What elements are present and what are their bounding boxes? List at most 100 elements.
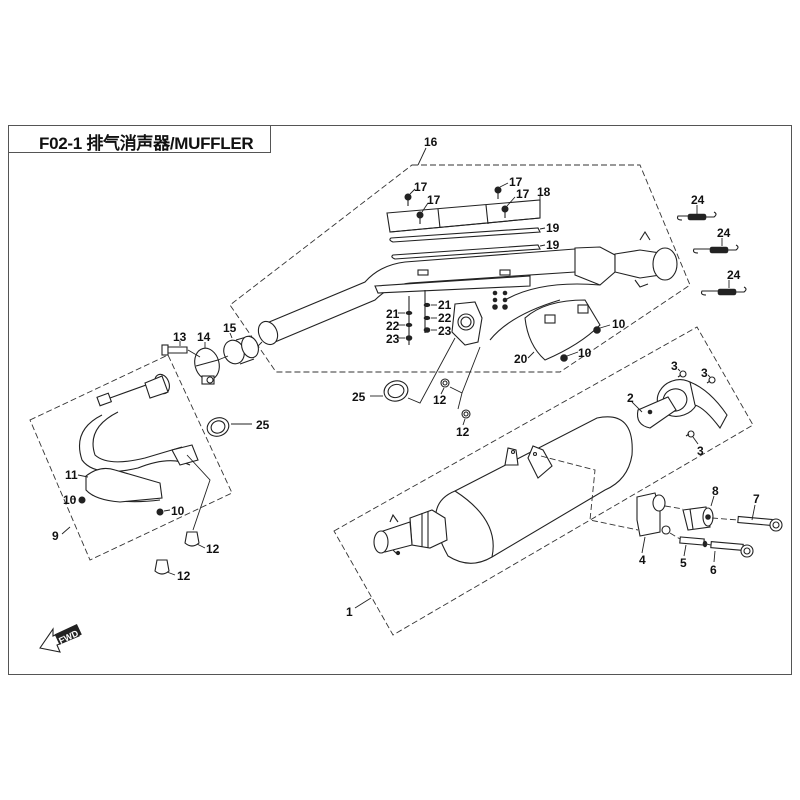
screw-3[interactable]	[677, 370, 687, 378]
callout-9[interactable]: 9	[52, 529, 59, 543]
heat-shield-18[interactable]	[386, 199, 541, 233]
callout-24[interactable]: 24	[727, 268, 741, 282]
bolt-17[interactable]	[404, 193, 412, 206]
callout-22[interactable]: 22	[386, 319, 400, 333]
insulation-strip-19[interactable]	[389, 227, 541, 243]
washer-21	[405, 310, 413, 316]
callout-19[interactable]: 19	[546, 238, 560, 252]
end-cap-2[interactable]	[636, 374, 728, 430]
grommet-8[interactable]	[682, 506, 714, 531]
callout-10[interactable]: 10	[612, 317, 626, 331]
callout-10[interactable]: 10	[578, 346, 592, 360]
hardware-axis	[664, 505, 739, 546]
callout-7[interactable]: 7	[753, 492, 760, 506]
callout-2[interactable]: 2	[627, 391, 634, 405]
bolt-6[interactable]	[710, 541, 754, 558]
callout-3[interactable]: 3	[701, 366, 708, 380]
title-box: F02-1 排气消声器/MUFFLER	[8, 125, 271, 153]
bolt-10[interactable]	[593, 326, 601, 334]
fastener-cluster	[492, 290, 508, 310]
screw-3[interactable]	[706, 376, 716, 384]
group-1-boundary	[333, 326, 754, 636]
group-9-boundary	[29, 354, 233, 561]
bolt-10[interactable]	[78, 496, 86, 504]
callout-1[interactable]: 1	[346, 605, 353, 619]
callout-17[interactable]: 17	[414, 180, 428, 194]
callout-16[interactable]: 16	[424, 135, 438, 149]
nut-23	[423, 327, 431, 333]
nut-12[interactable]	[440, 378, 450, 388]
bolt-7[interactable]	[737, 515, 783, 532]
callout-24[interactable]: 24	[717, 226, 731, 240]
page-title: F02-1 排气消声器/MUFFLER	[39, 134, 254, 153]
callout-12[interactable]: 12	[177, 569, 191, 583]
callout-24[interactable]: 24	[691, 193, 705, 207]
gasket-25[interactable]	[205, 415, 232, 439]
spring-24[interactable]	[692, 244, 739, 254]
callout-11[interactable]: 11	[65, 468, 78, 482]
mount-link	[540, 455, 639, 531]
nut-12[interactable]	[154, 559, 170, 575]
callout-12[interactable]: 12	[206, 542, 220, 556]
spring-24[interactable]	[700, 286, 747, 296]
callout-25[interactable]: 25	[352, 390, 366, 404]
callout-3[interactable]: 3	[671, 359, 678, 373]
pipe-flange[interactable]	[451, 301, 483, 346]
callout-12[interactable]: 12	[433, 393, 447, 407]
group-16-boundary	[229, 164, 691, 373]
callout-21[interactable]: 21	[438, 298, 452, 312]
washer-stack-right	[423, 290, 431, 333]
callout-6[interactable]: 6	[710, 563, 717, 577]
nut-12[interactable]	[184, 531, 200, 547]
nut-to-flange-line	[449, 346, 481, 410]
collar-5[interactable]	[679, 536, 708, 548]
sleeve-15[interactable]	[220, 334, 261, 367]
bolt-10[interactable]	[156, 508, 164, 516]
bolt-17[interactable]	[494, 186, 502, 199]
callout-19[interactable]: 19	[546, 221, 560, 235]
nut-to-header-line	[186, 454, 211, 531]
gasket-25[interactable]	[382, 378, 410, 404]
heat-shield-11[interactable]	[85, 467, 163, 503]
callout-25[interactable]: 25	[256, 418, 270, 432]
callout-13[interactable]: 13	[173, 330, 187, 344]
callout-5[interactable]: 5	[680, 556, 687, 570]
callout-23[interactable]: 23	[386, 332, 400, 346]
callout-4[interactable]: 4	[639, 553, 646, 567]
callout-15[interactable]: 15	[223, 321, 237, 335]
bolt-17[interactable]	[501, 205, 509, 218]
callout-3[interactable]: 3	[697, 444, 704, 458]
gasket-to-flange-line	[407, 337, 456, 404]
fwd-direction-indicator: FWD	[39, 623, 82, 653]
callout-17[interactable]: 17	[509, 175, 523, 189]
mid-pipe[interactable]	[255, 230, 678, 348]
heat-shield-20[interactable]	[524, 299, 601, 361]
spring-24[interactable]	[676, 211, 717, 221]
callout-21[interactable]: 21	[386, 307, 400, 321]
nut-12[interactable]	[461, 409, 471, 419]
callout-18[interactable]: 18	[537, 185, 551, 199]
bolt-17[interactable]	[416, 211, 424, 224]
insulation-strip-19[interactable]	[391, 244, 541, 260]
callout-23[interactable]: 23	[438, 324, 452, 338]
diagram-frame	[8, 125, 792, 675]
bolt-10[interactable]	[560, 354, 568, 362]
callout-8[interactable]: 8	[712, 484, 719, 498]
callout-10[interactable]: 10	[171, 504, 185, 518]
bracket-4[interactable]	[636, 492, 671, 537]
callout-12[interactable]: 12	[456, 425, 470, 439]
callout-20[interactable]: 20	[514, 352, 528, 366]
screw-3[interactable]	[685, 430, 695, 438]
washer-stack-left	[405, 296, 413, 345]
muffler-body[interactable]	[373, 416, 633, 564]
callout-17[interactable]: 17	[427, 193, 441, 207]
callout-10[interactable]: 10	[63, 493, 77, 507]
washer-22	[423, 315, 431, 321]
clamp-14[interactable]	[191, 345, 222, 385]
callout-14[interactable]: 14	[197, 330, 211, 344]
callout-22[interactable]: 22	[438, 311, 452, 325]
leader-16	[417, 147, 427, 166]
bolt-13[interactable]	[161, 344, 188, 356]
callout-17[interactable]: 17	[516, 187, 530, 201]
